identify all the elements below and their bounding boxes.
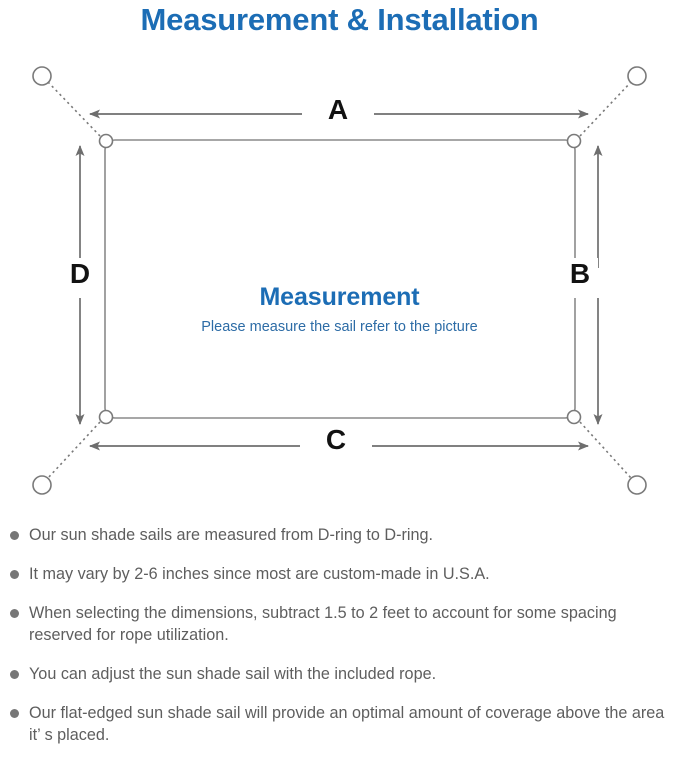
center-text-block: Measurement Please measure the sail refe… [0,282,679,338]
note-text: You can adjust the sun shade sail with t… [29,665,437,683]
measurement-diagram: Measurement Please measure the sail refe… [0,46,679,516]
dimension-label-c: C [300,424,372,456]
d-ring-icon [98,133,582,425]
list-item: It may vary by 2-6 inches since most are… [0,563,679,585]
list-item: You can adjust the sun shade sail with t… [0,663,679,685]
sail-rectangle [104,139,576,419]
bullet-icon [10,709,19,718]
bullet-icon [10,670,19,679]
diagram-subheading: Please measure the sail refer to the pic… [201,319,478,335]
list-item: Our flat-edged sun shade sail will provi… [0,702,679,746]
page-title: Measurement & Installation [140,2,539,37]
notes-list: Our sun shade sails are measured from D-… [0,524,679,763]
note-text: It may vary by 2-6 inches since most are… [29,565,490,583]
list-item: When selecting the dimensions, subtract … [0,602,679,646]
bullet-icon [10,531,19,540]
bullet-icon [10,570,19,579]
note-text: When selecting the dimensions, subtract … [29,604,617,644]
note-text: Our sun shade sails are measured from D-… [29,526,433,544]
dimension-label-a: A [302,94,374,126]
dimension-label-d: D [62,258,98,298]
diagram-heading: Measurement [259,283,420,311]
infographic-page: Measurement & Installation [0,2,679,744]
note-text: Our flat-edged sun shade sail will provi… [29,704,665,744]
bullet-icon [10,609,19,618]
list-item: Our sun shade sails are measured from D-… [0,524,679,546]
rope-dotted-line [47,81,632,479]
dimension-label-b: B [562,258,598,298]
anchor-point-circle [32,66,647,495]
